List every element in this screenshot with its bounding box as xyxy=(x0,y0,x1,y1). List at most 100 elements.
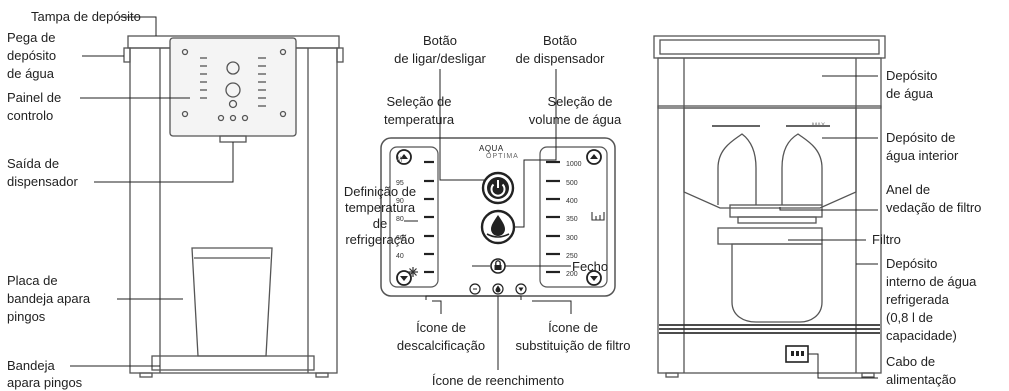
label-drip-plate-3: pingos xyxy=(7,309,46,324)
snowflake-icon xyxy=(408,267,418,277)
descale-icon xyxy=(469,283,481,295)
temp-value-90: 90 xyxy=(396,198,404,205)
label-cooling-1: Definição de xyxy=(343,184,417,199)
volume-value-500: 500 xyxy=(566,180,578,187)
front-view-device xyxy=(123,35,344,378)
label-tank-1: Depósito xyxy=(886,68,938,83)
label-panel-2: controlo xyxy=(7,108,54,123)
internal-foot-left xyxy=(665,372,679,378)
label-handle-3: de água xyxy=(7,66,54,81)
small-temp-down xyxy=(181,110,189,118)
power-button xyxy=(481,171,515,205)
label-outlet-2: dispensador xyxy=(7,174,78,189)
label-vol-sel-1: Seleção de xyxy=(547,94,613,109)
label-dispense-1: Botão xyxy=(543,33,577,48)
internal-body xyxy=(657,57,882,374)
label-cable-1: Cabo de xyxy=(886,354,936,369)
volume-ticks xyxy=(546,160,560,274)
label-tank-2: de água xyxy=(886,86,933,101)
center-leader-lines xyxy=(404,69,572,370)
lock-button xyxy=(490,258,506,274)
cup-volume-icon xyxy=(591,212,605,221)
device-foot-left xyxy=(139,372,153,378)
small-temp-up xyxy=(181,48,189,56)
label-cooling-3: de xyxy=(372,216,388,231)
volume-value-300: 300 xyxy=(566,235,578,242)
tank-lid-top xyxy=(653,35,886,59)
internal-foot-right xyxy=(861,372,875,378)
temperature-ticks xyxy=(424,160,434,274)
label-power-2: de ligar/desligar xyxy=(394,51,486,66)
volume-value-400: 400 xyxy=(566,198,578,205)
volume-value-1000: 1000 xyxy=(566,161,582,168)
label-filter-2: substituição de filtro xyxy=(515,338,631,353)
filter-cone-left xyxy=(717,133,757,205)
volume-value-200: 200 xyxy=(566,271,578,278)
dispense-button xyxy=(480,209,516,245)
handle-nub-right xyxy=(336,47,344,63)
dispenser-outlet xyxy=(219,135,247,143)
label-drip-tray-1: Bandeja xyxy=(7,358,55,373)
filter-cone-right xyxy=(781,133,823,205)
filter-seal-band xyxy=(737,216,817,224)
small-lock-button xyxy=(228,99,238,109)
label-handle-1: Pega de xyxy=(7,30,56,45)
chilled-tank-shape xyxy=(731,243,823,323)
label-descale-1: Ícone de xyxy=(416,320,466,335)
label-filter-1: Ícone de xyxy=(548,320,598,335)
label-cooling-2: temperatura xyxy=(344,200,416,215)
label-drip-plate-1: Placa de xyxy=(7,273,58,288)
max-mark: MAX xyxy=(812,123,826,129)
label-vol-sel-2: volume de água xyxy=(528,112,622,127)
small-icon-2 xyxy=(229,114,237,122)
temp-value-60: 60 xyxy=(396,235,404,242)
label-ring-2: vedação de filtro xyxy=(886,200,982,215)
inner-water-tank-shape xyxy=(683,107,857,209)
label-ring-1: Anel de xyxy=(886,182,931,197)
right-leader-lines xyxy=(779,75,878,379)
brand-line1: AQUA xyxy=(479,144,504,153)
label-tank-lid: Tampa de depósito xyxy=(31,9,141,24)
label-chilled-3: refrigerada xyxy=(886,292,949,307)
label-lock: Fecho xyxy=(572,259,609,274)
volume-value-350: 350 xyxy=(566,216,578,223)
label-chilled-1: Depósito xyxy=(886,256,938,271)
filter-replace-icon xyxy=(515,283,527,295)
label-power-1: Botão xyxy=(423,33,457,48)
temperature-down-button xyxy=(396,270,412,286)
label-filter: Filtro xyxy=(872,232,901,247)
internal-view-device xyxy=(653,35,886,378)
label-chilled-2: interno de água xyxy=(886,274,977,289)
label-inner-2: água interior xyxy=(886,148,959,163)
label-dispense-2: de dispensador xyxy=(515,51,605,66)
volume-down-button xyxy=(586,270,602,286)
brand-line2: OPTIMA xyxy=(486,153,519,160)
label-cable-2: alimentação xyxy=(886,372,957,387)
small-power-button xyxy=(226,61,240,75)
label-outlet-1: Saída de xyxy=(7,156,60,171)
refill-icon xyxy=(492,283,504,295)
temp-value-95: 95 xyxy=(396,180,404,187)
label-handle-2: depósito xyxy=(7,48,57,63)
temp-top-label: /// xyxy=(397,157,403,164)
handle-nub-left xyxy=(123,47,131,63)
label-drip-tray-2: apara pingos xyxy=(7,375,83,390)
label-drip-plate-2: bandeja apara xyxy=(7,291,91,306)
label-panel-1: Painel de xyxy=(7,90,62,105)
label-inner-1: Depósito de xyxy=(886,130,956,145)
filter-shape xyxy=(717,227,823,245)
tank-lid-inner xyxy=(659,39,880,55)
volume-value-250: 250 xyxy=(566,253,578,260)
drip-tray-shape xyxy=(151,355,315,371)
small-vol-down xyxy=(279,110,287,118)
control-panel-small xyxy=(169,37,297,137)
small-dispense-button xyxy=(225,82,241,98)
temperature-up-button xyxy=(396,149,412,165)
left-leader-lines xyxy=(70,16,234,367)
label-chilled-5: capacidade) xyxy=(886,328,957,343)
temp-value-80: 80 xyxy=(396,216,404,223)
label-refill: Ícone de reenchimento xyxy=(431,373,565,388)
small-icon-3 xyxy=(241,114,249,122)
vent-stripes xyxy=(659,324,880,334)
